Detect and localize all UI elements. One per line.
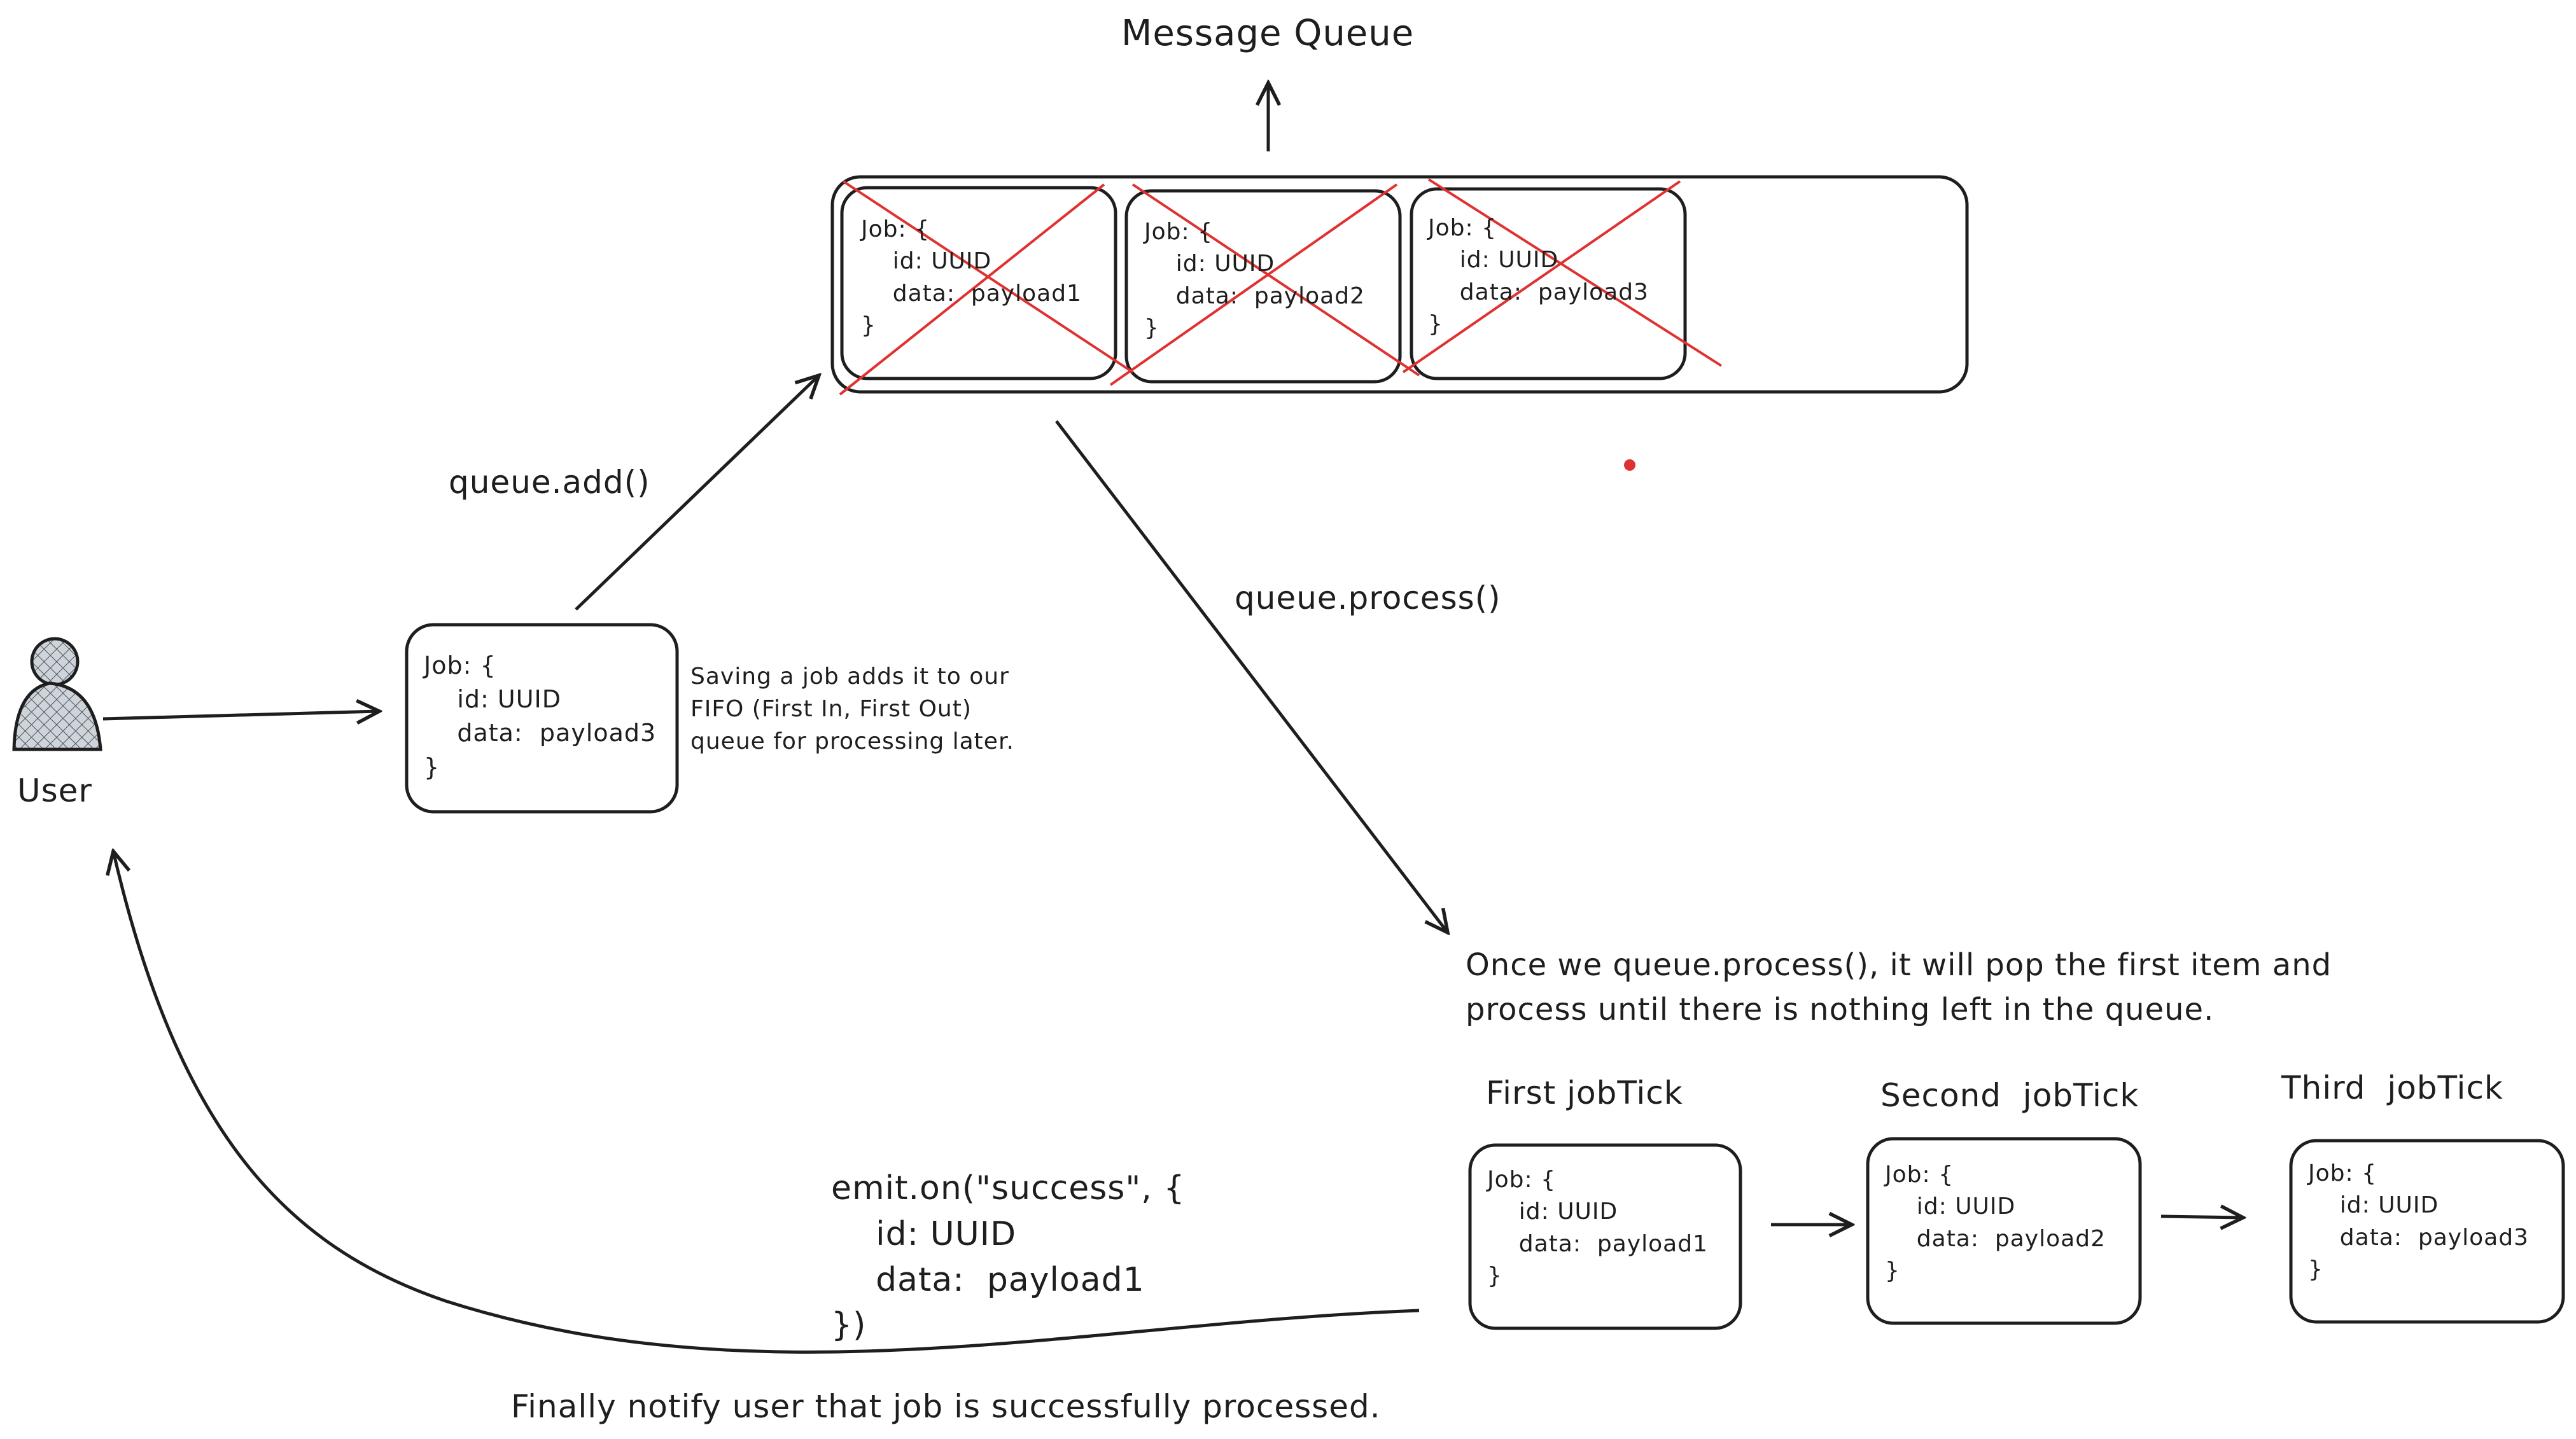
queue-job-box-2 xyxy=(1124,189,1402,384)
tick-title-2: Second jobTick xyxy=(1880,1077,2139,1114)
new-job-box xyxy=(405,623,679,814)
queue-job-box-1 xyxy=(840,186,1117,380)
queue-job-card-1: Job: { id: UUID data: payload1 } xyxy=(861,216,1082,339)
tick-job-card-2: Job: { id: UUID data: payload2 } xyxy=(1885,1162,2106,1284)
queue-process-label: queue.process() xyxy=(1235,580,1501,616)
queue-job-card-2: Job: { id: UUID data: payload2 } xyxy=(1144,219,1365,342)
emit-success-code: emit.on("success", { id: UUID data: payl… xyxy=(831,1169,1186,1345)
page-title: Message Queue xyxy=(1121,13,1415,54)
process-note: Once we queue.process(), it will pop the… xyxy=(1466,947,2332,1027)
save-note: Saving a job adds it to our FIFO (First … xyxy=(690,664,1014,755)
tick-box-1 xyxy=(1468,1143,1742,1330)
new-job-card: Job: { id: UUID data: payload3 } xyxy=(424,651,657,781)
final-note: Finally notify user that job is successf… xyxy=(511,1388,1381,1425)
user-label: User xyxy=(17,772,92,809)
user-avatar-icon xyxy=(12,637,102,751)
tick-title-1: First jobTick xyxy=(1486,1074,1683,1111)
crossed-out-jobs xyxy=(839,178,1723,396)
arrow-queue-process xyxy=(1055,420,1448,933)
red-dot xyxy=(1624,459,1635,471)
tick-box-2 xyxy=(1866,1137,2142,1325)
tick-job-card-3: Job: { id: UUID data: payload3 } xyxy=(2308,1160,2529,1283)
arrow-user-to-job xyxy=(102,711,379,719)
queue-add-label: queue.add() xyxy=(449,464,650,501)
queue-job-card-3: Job: { id: UUID data: payload3 } xyxy=(1428,215,1649,338)
arrow-queue-add xyxy=(575,375,819,611)
arrow-tick-2-to-3 xyxy=(2160,1216,2243,1218)
arrow-return-to-user xyxy=(113,851,1420,1354)
tick-box-3 xyxy=(2289,1139,2565,1324)
tick-title-3: Third jobTick xyxy=(2281,1069,2503,1106)
queue-job-box-3 xyxy=(1410,187,1687,380)
queue-container xyxy=(830,175,1969,394)
tick-job-card-1: Job: { id: UUID data: payload1 } xyxy=(1487,1167,1708,1290)
